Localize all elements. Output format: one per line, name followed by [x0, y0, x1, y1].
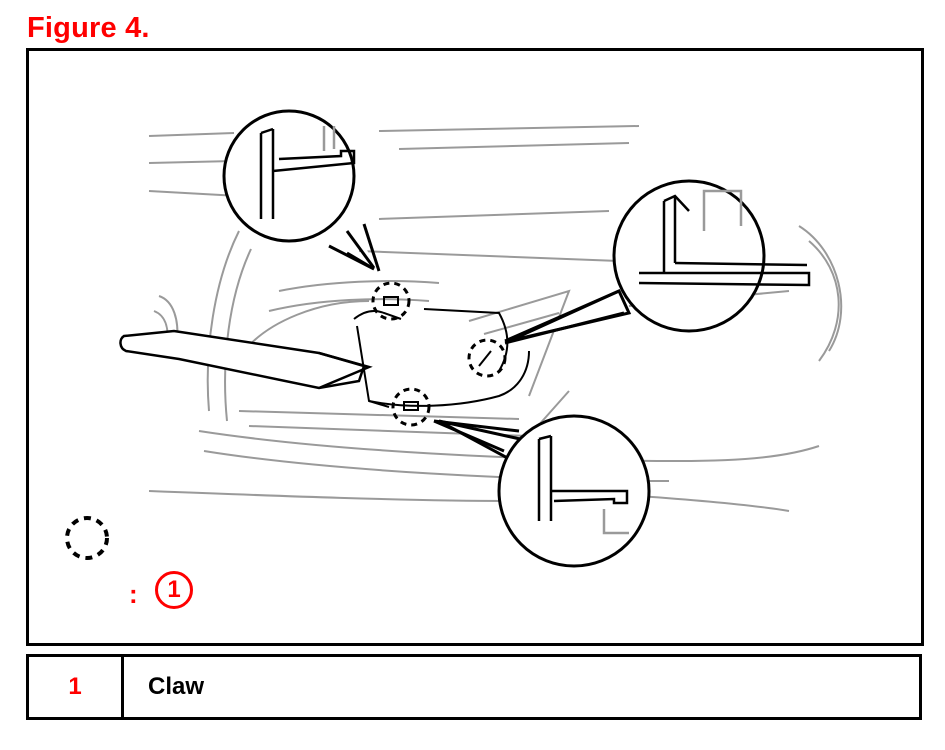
legend-separator: : — [129, 579, 138, 609]
figure-title: Figure 4. — [27, 12, 150, 44]
legend-row-description: Claw — [148, 673, 205, 700]
legend-table: 1 Claw — [26, 654, 922, 720]
legend-row-number: 1 — [29, 657, 124, 717]
claw-removal-illustration — [65, 109, 843, 568]
callout-number-badge: 1 — [155, 571, 193, 609]
illustration-frame: : 1 — [26, 48, 924, 646]
